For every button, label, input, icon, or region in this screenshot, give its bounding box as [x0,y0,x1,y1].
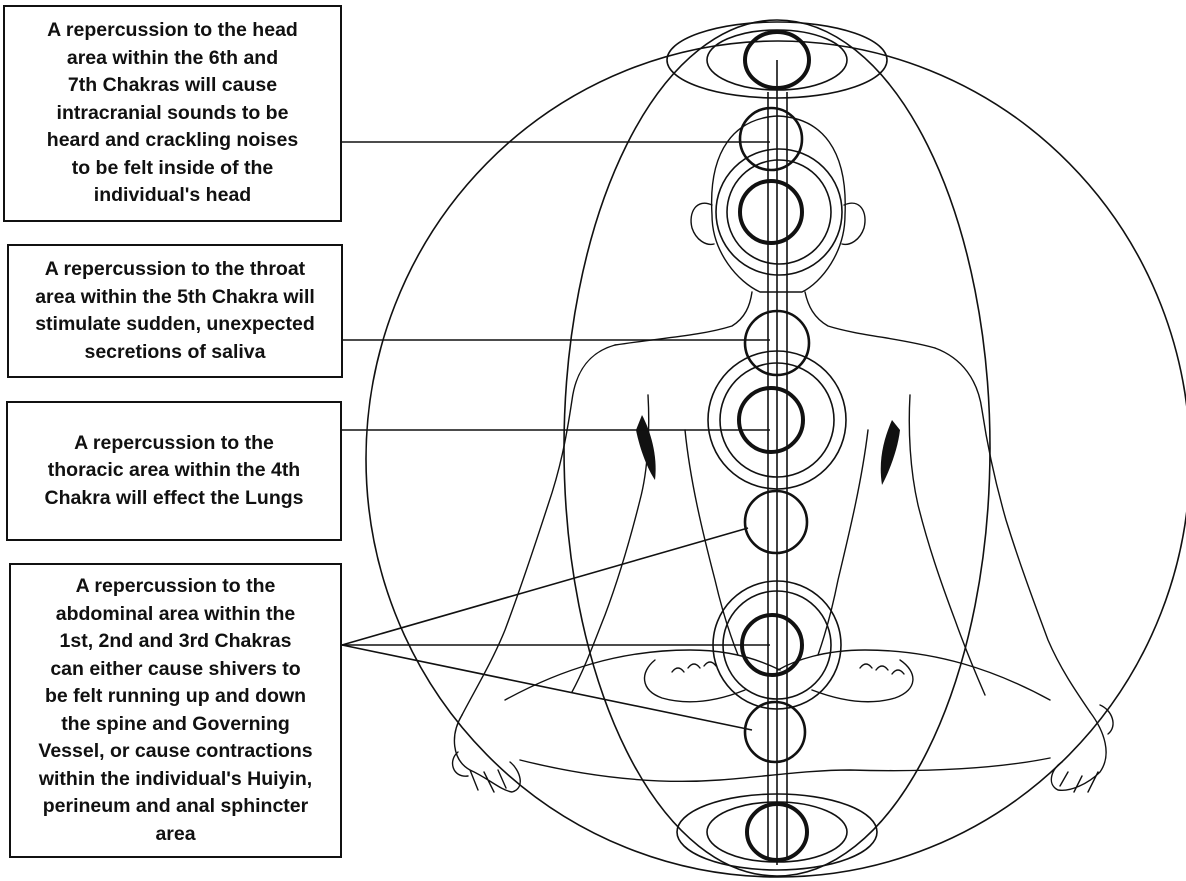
callout-line: area within the 5th Chakra will [35,284,315,312]
seated-figure [453,116,1114,792]
outer-sphere [366,41,1186,877]
callout-thoracic: A repercussion to the thoracic area with… [6,401,342,541]
callout-line: heard and crackling noises [47,127,298,155]
callout-line: 1st, 2nd and 3rd Chakras [38,628,312,656]
callout-line: area within the 6th and [47,45,298,73]
callout-line: within the individual's Huiyin, [38,766,312,794]
callout-line: A repercussion to the [45,430,304,458]
callout-line: Chakra will effect the Lungs [45,485,304,513]
callout-line: perineum and anal sphincter [38,793,312,821]
callout-line: Vessel, or cause contractions [38,738,312,766]
callout-line: secretions of saliva [35,339,315,367]
leader-lines [342,142,770,730]
callout-line: A repercussion to the head [47,17,298,45]
callout-line: can either cause shivers to [38,656,312,684]
callout-line: individual's head [47,182,298,210]
callout-line: area [38,821,312,849]
callout-line: to be felt inside of the [47,155,298,183]
callout-line: abdominal area within the [38,601,312,629]
callout-throat: A repercussion to the throat area within… [7,244,343,378]
callout-head: A repercussion to the head area within t… [3,5,342,222]
callout-line: be felt running up and down [38,683,312,711]
callout-line: A repercussion to the [38,573,312,601]
callout-line: thoracic area within the 4th [45,457,304,485]
callout-line: 7th Chakras will cause [47,72,298,100]
callout-abdominal: A repercussion to the abdominal area wit… [9,563,342,858]
callout-line: stimulate sudden, unexpected [35,311,315,339]
callout-line: the spine and Governing [38,711,312,739]
callout-line: A repercussion to the throat [35,256,315,284]
callout-line: intracranial sounds to be [47,100,298,128]
